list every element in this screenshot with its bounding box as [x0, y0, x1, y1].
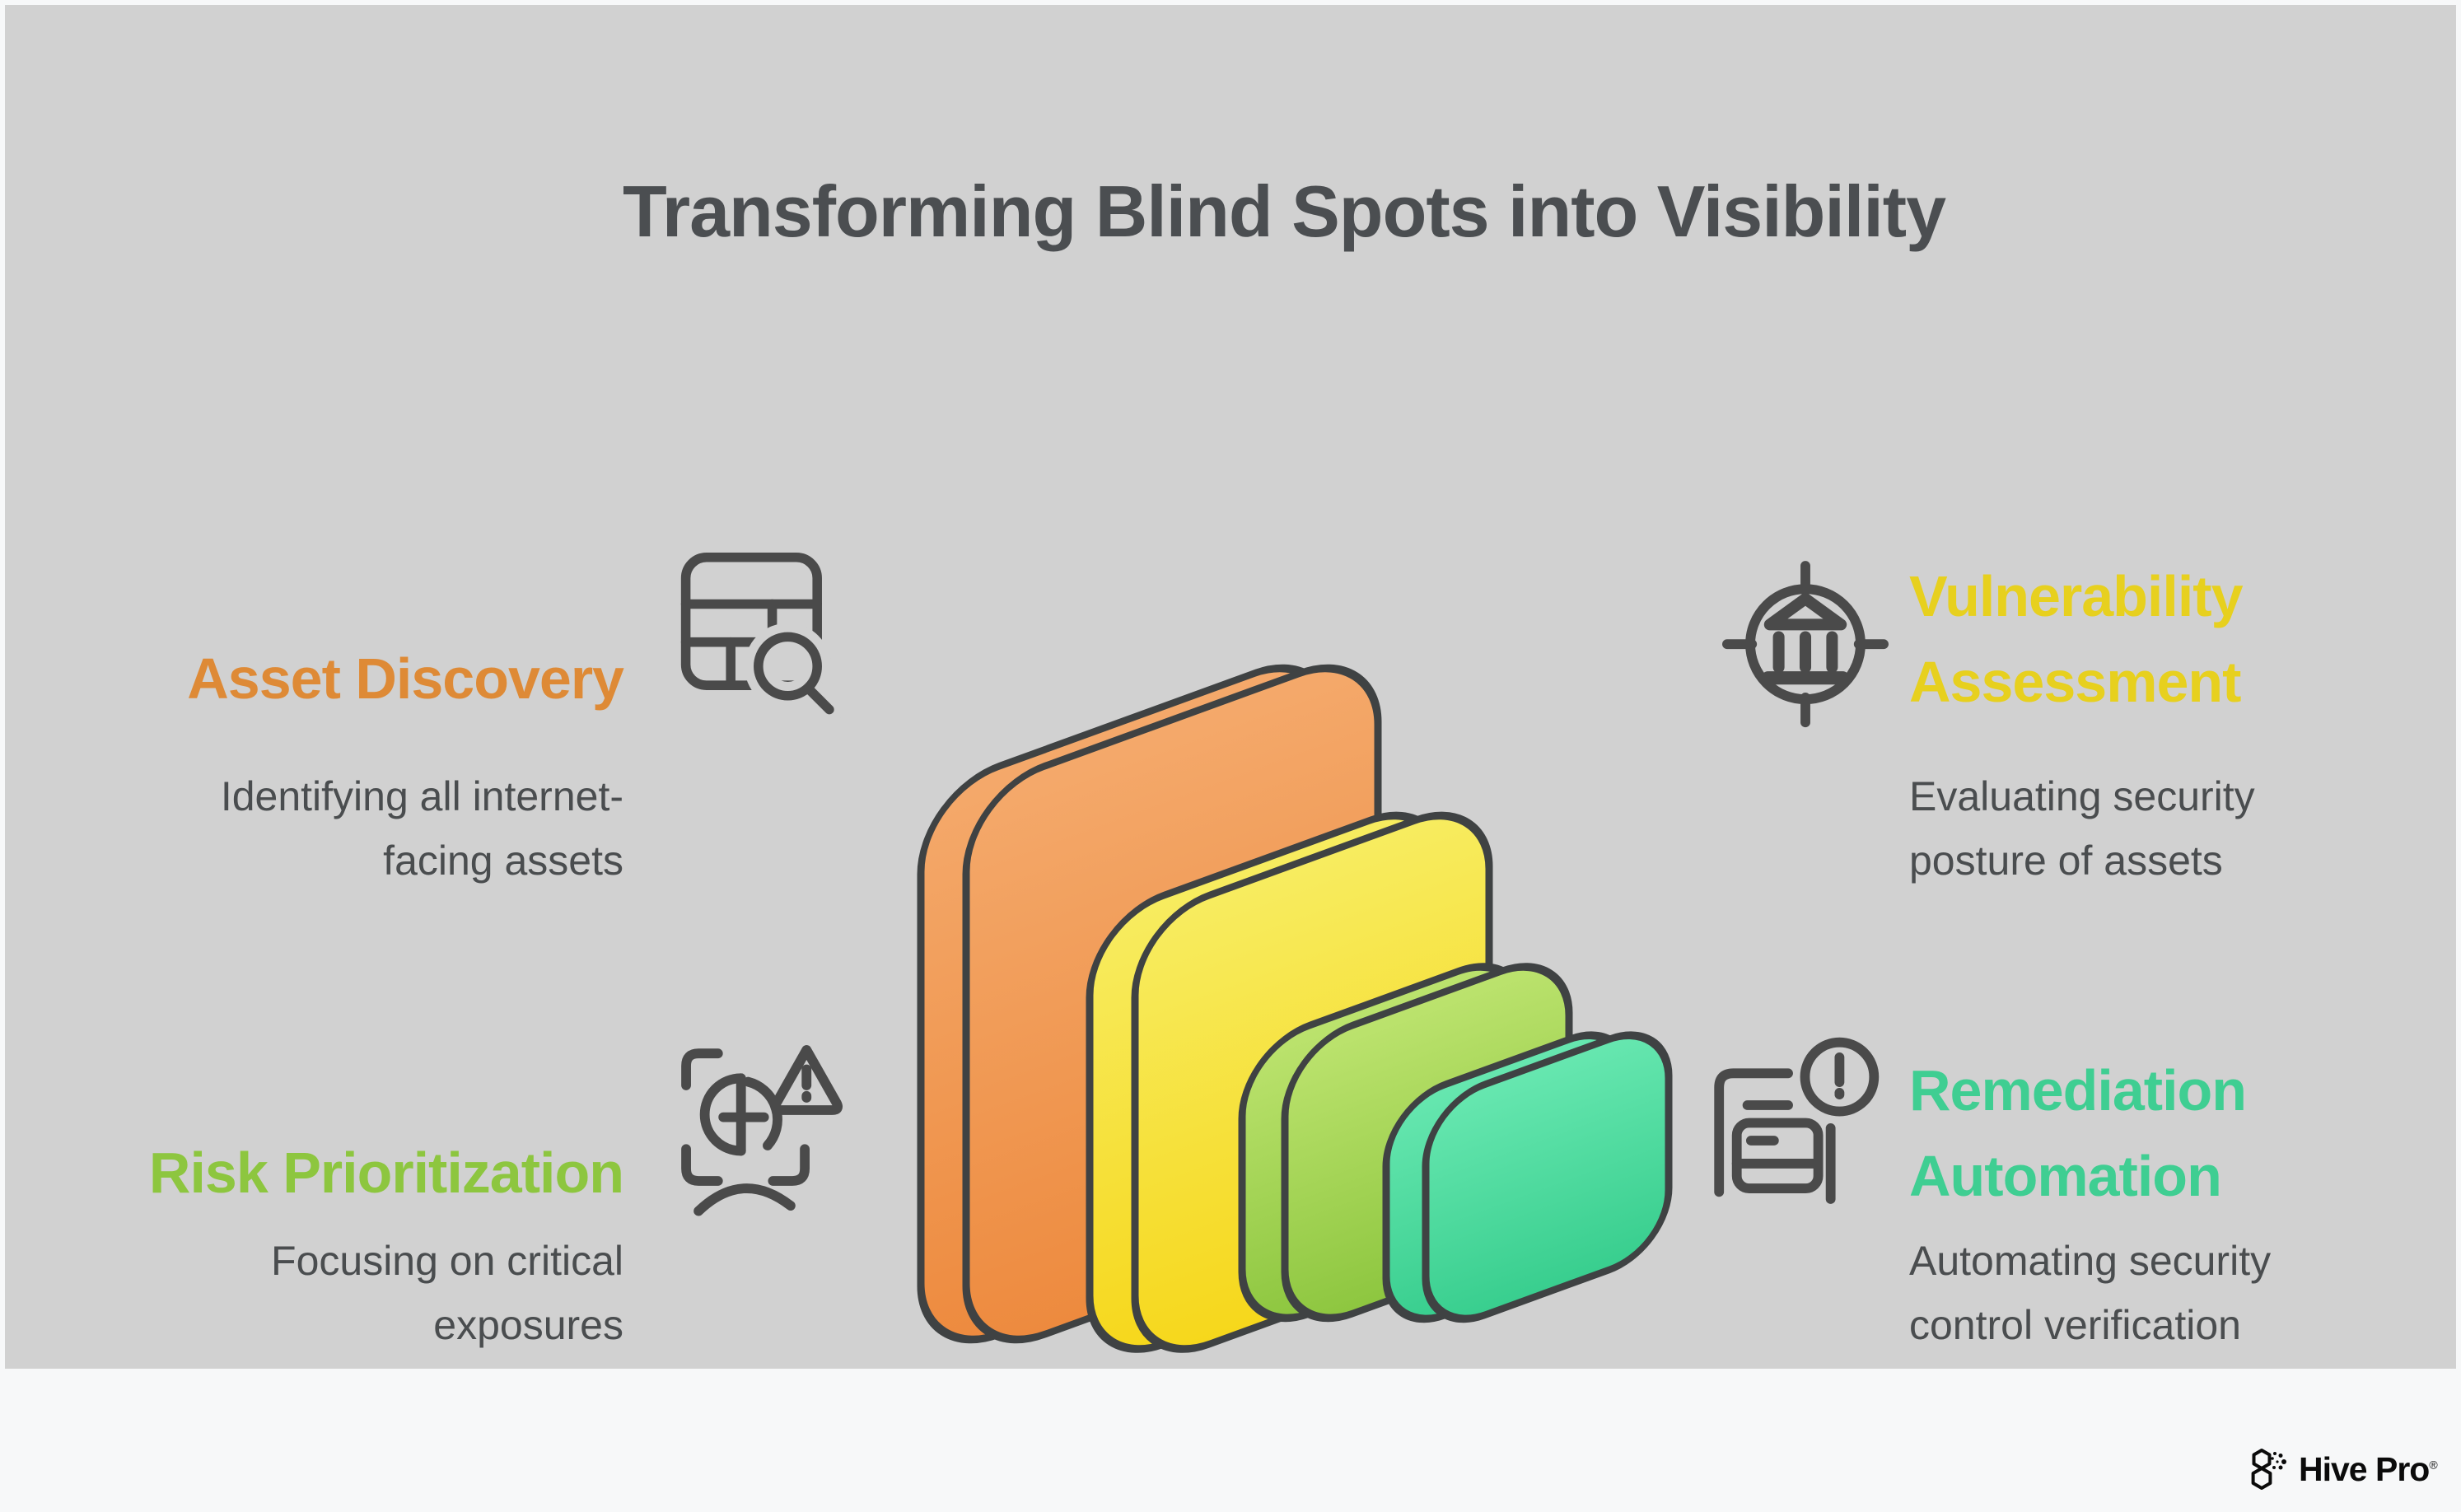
asset-discovery-heading: Asset Discovery [187, 636, 624, 721]
heading-line: Remediation [1909, 1058, 2247, 1122]
visibility-stack-graphic [913, 638, 1683, 1375]
desc-line: Automating security [1909, 1238, 2272, 1284]
funnel-layer-teal [1382, 1031, 1673, 1323]
heading-line: Assessment [1909, 650, 2241, 714]
desc-line: facing assets [383, 838, 623, 884]
vulnerability-assessment-description: Evaluating security posture of assets [1909, 764, 2255, 893]
heading-line: Risk Prioritization [148, 1141, 624, 1205]
table-search-icon [675, 547, 848, 731]
risk-prioritization-description: Focusing on critical exposures [271, 1229, 623, 1357]
vulnerability-assessment-heading: Vulnerability Assessment [1909, 553, 2244, 725]
desc-line: Focusing on critical [271, 1238, 623, 1284]
desc-line: posture of assets [1909, 838, 2223, 884]
page-title: Transforming Blind Spots into Visibility [622, 170, 1946, 252]
heading-line: Automation [1909, 1144, 2222, 1208]
desc-line: Identifying all internet- [220, 773, 623, 819]
remediation-automation-description: Automating security control verification [1909, 1229, 2271, 1357]
hive-pro-hexagon-icon [2251, 1449, 2286, 1490]
asset-discovery-description: Identifying all internet- facing assets [221, 764, 623, 893]
hive-pro-logo: Hive Pro® [2250, 1446, 2438, 1492]
risk-prioritization-heading: Risk Prioritization [148, 1130, 624, 1216]
target-building-icon [1716, 553, 1894, 731]
desc-line: control verification [1909, 1302, 2241, 1348]
registered-mark: ® [2429, 1457, 2437, 1471]
face-scan-alert-icon [674, 1039, 851, 1216]
heading-line: Vulnerability [1909, 564, 2244, 628]
remediation-automation-heading: Remediation Automation [1909, 1048, 2247, 1219]
brand-name: Hive Pro® [2299, 1449, 2438, 1488]
desc-line: Evaluating security [1909, 773, 2255, 819]
heading-line: Asset Discovery [187, 646, 624, 711]
server-alert-icon [1705, 1034, 1882, 1211]
desc-line: exposures [433, 1302, 623, 1348]
